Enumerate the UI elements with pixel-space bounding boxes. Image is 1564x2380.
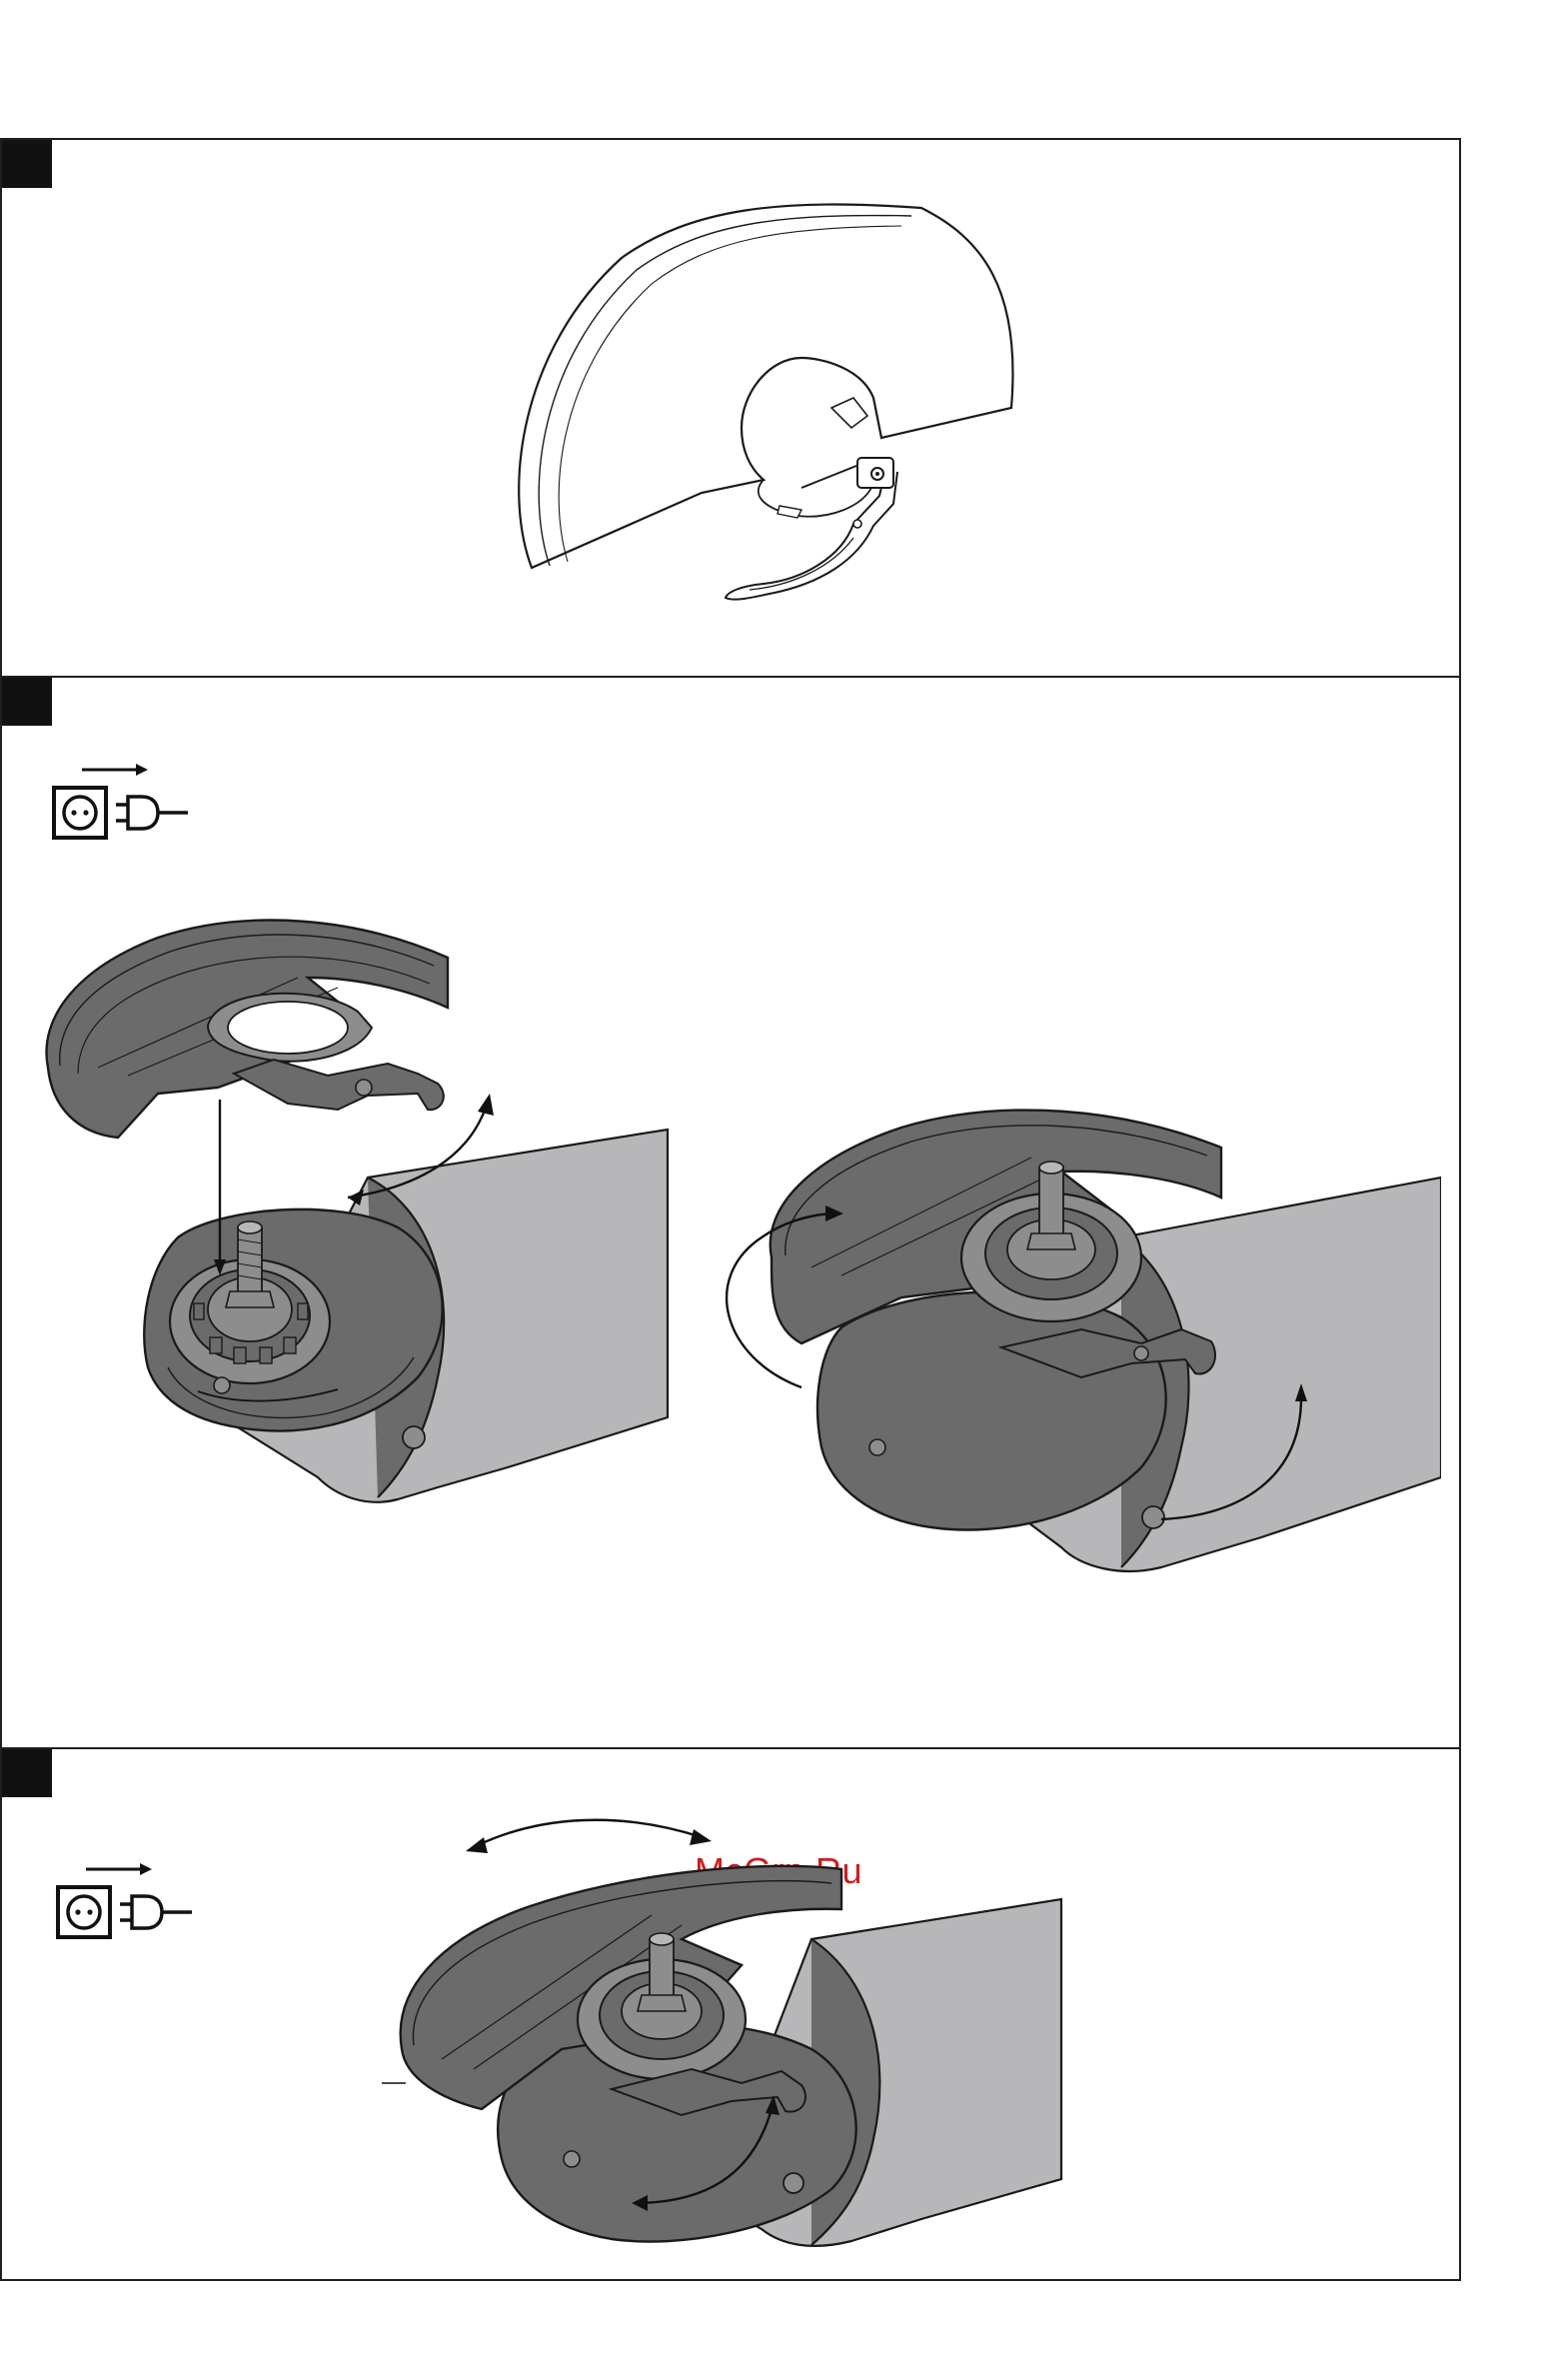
- unplug-power-icon: [48, 760, 198, 842]
- panel-adjusting-guard: [2, 1747, 1459, 2283]
- guard-rotating-illustration: [702, 1098, 1441, 1657]
- guard-adjusting-illustration: [382, 1789, 1081, 2259]
- guard-illustration: [502, 188, 1061, 618]
- guard-lowering-illustration: [38, 908, 678, 1567]
- panel-guard-view: [2, 140, 1459, 676]
- panel-tab: [2, 140, 52, 188]
- panel-tab: [2, 678, 52, 726]
- unplug-power-icon: [52, 1859, 202, 1941]
- instruction-figure-page: McGrp.Ru: [0, 138, 1461, 2281]
- panel-fitting-guard: McGrp.Ru: [2, 676, 1459, 1747]
- panel-tab: [2, 1749, 52, 1797]
